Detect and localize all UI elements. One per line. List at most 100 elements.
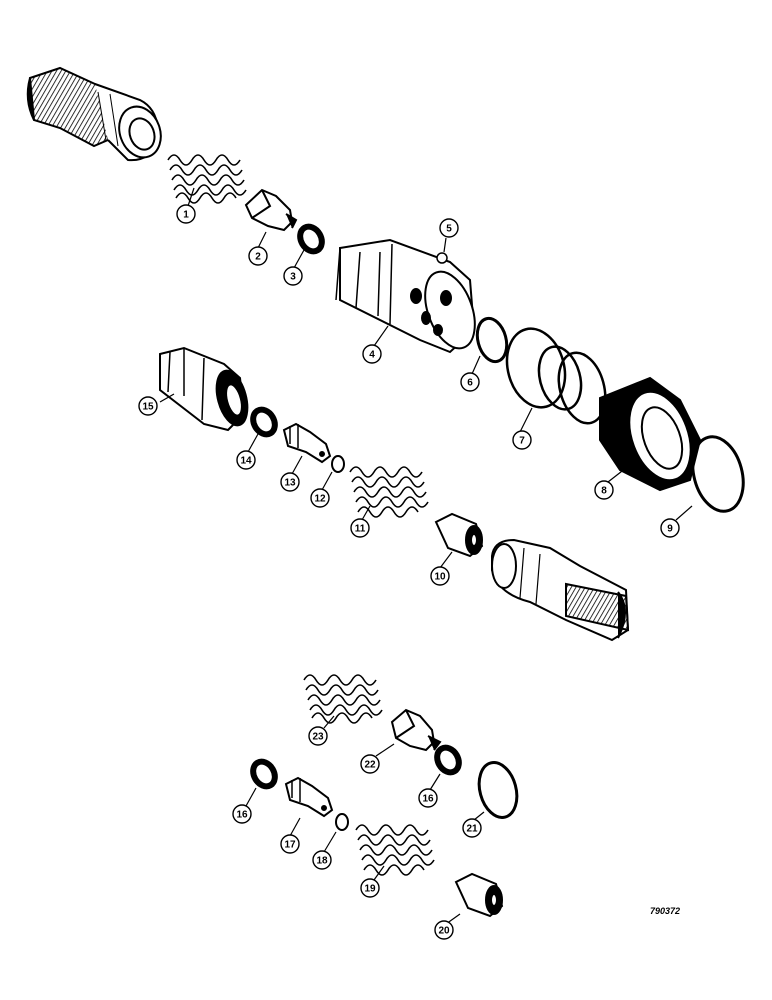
spring-part-19 xyxy=(355,824,435,876)
callout-circle xyxy=(312,850,332,870)
seal-part-16-left xyxy=(250,758,278,790)
callout-10: 10 xyxy=(430,566,450,586)
callout-label: 7 xyxy=(519,436,525,447)
callout-19: 19 xyxy=(360,878,380,898)
o-ring-part-18 xyxy=(335,813,349,831)
callout-circle xyxy=(360,878,380,898)
spring-part-11 xyxy=(349,466,429,518)
callout-label: 6 xyxy=(467,378,473,389)
leader-18 xyxy=(323,831,337,853)
callout-11: 11 xyxy=(350,518,370,538)
callout-5: 5 xyxy=(439,218,459,238)
leader-11 xyxy=(361,505,371,521)
poppet-part-22 xyxy=(390,708,442,752)
callout-22: 22 xyxy=(360,754,380,774)
callout-8: 8 xyxy=(594,480,614,500)
leader-16r xyxy=(429,773,441,791)
callout-label: 1 xyxy=(183,210,189,221)
callout-label: 19 xyxy=(364,884,376,895)
leader-7 xyxy=(519,407,533,433)
female-body-part-15 xyxy=(159,346,249,432)
retaining-rings-part-7 xyxy=(505,327,607,425)
callout-circle xyxy=(594,480,614,500)
callout-15: 15 xyxy=(138,396,158,416)
callout-circle xyxy=(460,372,480,392)
o-ring-part-21 xyxy=(477,761,519,819)
callout-circle xyxy=(308,726,328,746)
leader-10 xyxy=(439,551,453,569)
callout-2: 2 xyxy=(248,246,268,266)
callout-label: 9 xyxy=(667,524,673,535)
spring-part-1 xyxy=(167,154,247,204)
coupler-body-part-4 xyxy=(335,238,476,354)
o-ring-part-12 xyxy=(331,455,345,473)
valve-part-13 xyxy=(282,422,332,464)
leader-4 xyxy=(373,325,389,347)
leader-12 xyxy=(321,471,333,491)
leader-19 xyxy=(373,865,385,881)
callout-circle xyxy=(138,396,158,416)
leader-17 xyxy=(289,817,301,837)
guide-part-20 xyxy=(454,872,504,918)
callout-9: 9 xyxy=(660,518,680,538)
valve-part-17 xyxy=(284,776,334,818)
leader-5 xyxy=(443,237,447,253)
callout-14: 14 xyxy=(236,450,256,470)
callout-circle xyxy=(350,518,370,538)
callout-17: 17 xyxy=(280,834,300,854)
callout-circle xyxy=(439,218,459,238)
callout-1: 1 xyxy=(176,204,196,224)
callout-circle xyxy=(660,518,680,538)
leader-14 xyxy=(247,433,259,453)
seal-part-16-right xyxy=(434,744,462,776)
o-ring-part-9 xyxy=(691,435,745,513)
callout-label: 15 xyxy=(142,402,154,413)
callout-label: 18 xyxy=(316,856,328,867)
callout-label: 8 xyxy=(601,486,607,497)
callout-label: 23 xyxy=(312,732,324,743)
callout-label: 2 xyxy=(255,252,261,263)
callout-7: 7 xyxy=(512,430,532,450)
callout-circle xyxy=(283,266,303,286)
callout-16: 16 xyxy=(418,788,438,808)
leader-16l xyxy=(245,787,257,807)
callout-circle xyxy=(280,834,300,854)
callout-label: 21 xyxy=(466,824,478,835)
seal-part-14 xyxy=(250,406,278,438)
callout-label: 13 xyxy=(284,478,296,489)
callout-circle xyxy=(362,344,382,364)
seal-part-3 xyxy=(297,223,325,255)
callout-3: 3 xyxy=(283,266,303,286)
callout-21: 21 xyxy=(462,818,482,838)
spring-part-23 xyxy=(303,674,383,724)
callout-16: 16 xyxy=(232,804,252,824)
callout-label: 20 xyxy=(438,926,450,937)
hose-coupling-female-lower xyxy=(491,538,630,642)
callout-circle xyxy=(418,788,438,808)
ball-part-5 xyxy=(436,252,448,264)
callout-circle xyxy=(236,450,256,470)
callout-circle xyxy=(232,804,252,824)
callout-circle xyxy=(176,204,196,224)
callout-label: 11 xyxy=(355,524,366,535)
callout-circle xyxy=(360,754,380,774)
callout-label: 5 xyxy=(446,224,452,235)
guide-part-10 xyxy=(434,512,484,558)
leader-23 xyxy=(323,715,335,729)
leader-21 xyxy=(473,811,485,821)
callout-18: 18 xyxy=(312,850,332,870)
callout-circle xyxy=(462,818,482,838)
leader-3 xyxy=(293,249,305,269)
leader-6 xyxy=(471,355,481,375)
callout-label: 16 xyxy=(236,810,248,821)
poppet-part-2 xyxy=(244,188,298,232)
hose-coupling-male-upper xyxy=(26,66,162,162)
callout-4: 4 xyxy=(362,344,382,364)
callout-13: 13 xyxy=(280,472,300,492)
callout-12: 12 xyxy=(310,488,330,508)
callout-23: 23 xyxy=(308,726,328,746)
callout-label: 14 xyxy=(240,456,252,467)
leader-15 xyxy=(159,393,175,403)
leader-13 xyxy=(291,455,303,475)
